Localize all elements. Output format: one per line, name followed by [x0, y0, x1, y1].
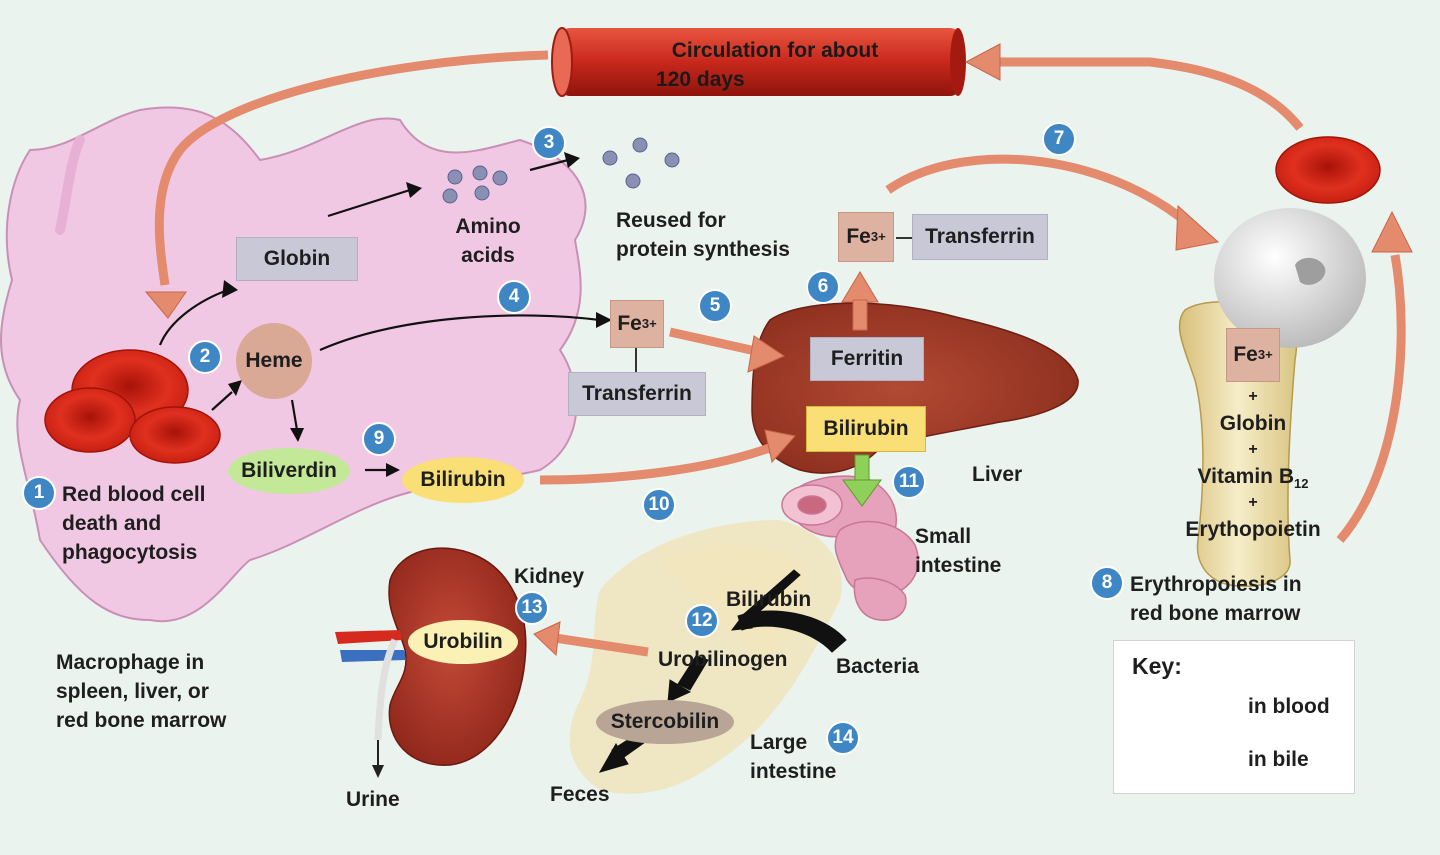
step-13-badge: 13 [515, 591, 549, 625]
red-blood-cell-icon [44, 136, 1381, 464]
erythropoiesis-label: Erythropoiesis in red bone marrow [1130, 570, 1302, 628]
intestine-bilirubin-label: Bilirubin [726, 588, 812, 611]
urine-label: Urine [346, 788, 400, 811]
step-11-badge: 11 [892, 465, 926, 499]
macrophage-caption: Macrophage in spleen, liver, or red bone… [56, 648, 226, 735]
small-intestine-icon [781, 475, 919, 621]
caption-line1: Macrophage in [56, 651, 205, 674]
step-3-badge: 3 [532, 126, 566, 160]
reused-label: Reused for protein synthesis [616, 206, 790, 264]
heme-circle: Heme [236, 323, 312, 399]
ferritin-box: Ferritin [810, 337, 924, 381]
liver-bilirubin-box: Bilirubin [806, 406, 926, 452]
kidney-icon [335, 547, 527, 778]
erythro-line1: Erythropoiesis in [1130, 573, 1302, 596]
reused-line1: Reused for [616, 209, 726, 232]
rbc-death-label: Red blood cell death and phagocytosis [62, 480, 206, 567]
fe-text: Fe [617, 312, 642, 335]
step-10-badge: 10 [642, 488, 676, 522]
step-5-badge: 5 [698, 289, 732, 323]
circulation-line2: 120 days [656, 68, 745, 91]
step-9-badge: 9 [362, 422, 396, 456]
step-2-badge: 2 [188, 340, 222, 374]
fe-text-marrow: Fe [1233, 343, 1258, 366]
amino-line1: Amino [455, 215, 521, 238]
transferrin-box-1: Transferrin [568, 372, 706, 416]
circulation-label: Circulation for about 120 days [640, 36, 910, 94]
blood-flow-arrows [154, 50, 1406, 711]
key-title: Key: [1132, 653, 1182, 679]
globin-box: Globin [236, 237, 358, 281]
key-bile-label: in bile [1248, 748, 1309, 771]
small-intestine-label: Small intestine [915, 522, 1001, 580]
si-line1: Small [915, 525, 972, 548]
vitamin-b-text: Vitamin B [1197, 464, 1294, 488]
plus-1: + [1248, 388, 1258, 405]
marrow-ingredients: + Globin + Vitamin B12 + Erythopoietin [1170, 384, 1336, 543]
reused-line2: protein synthesis [616, 238, 790, 261]
rbc-line3: phagocytosis [62, 541, 198, 564]
key-blood-label: in blood [1248, 695, 1330, 718]
stercobilin-oval: Stercobilin [596, 700, 734, 744]
li-line1: Large [750, 731, 808, 754]
urobilinogen-label: Urobilinogen [658, 648, 788, 671]
rbc-line2: death and [62, 512, 162, 535]
step-12-badge: 12 [685, 604, 719, 638]
feces-label: Feces [550, 783, 610, 806]
amino-acid-dots-icon [442, 137, 680, 204]
step-4-badge: 4 [497, 280, 531, 314]
erythro-line2: red bone marrow [1130, 602, 1301, 625]
step-1-badge: 1 [22, 476, 56, 510]
caption-line3: red bone marrow [56, 709, 227, 732]
large-intestine-label: Large intestine [750, 728, 836, 786]
plus-2: + [1248, 441, 1258, 458]
bilirubin-oval: Bilirubin [402, 457, 524, 503]
urobilin-oval: Urobilin [408, 620, 518, 664]
legend-key [1113, 640, 1355, 794]
blood-vessel-icon [551, 27, 966, 97]
li-line2: intestine [750, 760, 837, 783]
step-8-badge: 8 [1090, 566, 1124, 600]
liver-label: Liver [972, 463, 1023, 486]
bacteria-label: Bacteria [836, 655, 919, 678]
transferrin-box-2: Transferrin [912, 214, 1048, 260]
amino-acids-label: Amino acids [448, 212, 528, 270]
caption-line2: spleen, liver, or [56, 680, 209, 703]
rbc-line1: Red blood cell [62, 483, 206, 506]
step-6-badge: 6 [806, 270, 840, 304]
step-7-badge: 7 [1042, 122, 1076, 156]
fe-text-liver: Fe [846, 225, 871, 248]
si-line2: intestine [915, 554, 1002, 577]
marrow-globin: Globin [1219, 411, 1287, 435]
step-14-badge: 14 [826, 721, 860, 755]
erythropoietin-text: Erythopoietin [1185, 517, 1321, 541]
amino-line2: acids [461, 244, 515, 267]
kidney-label: Kidney [514, 565, 585, 588]
vitamin-b-sub: 12 [1294, 475, 1309, 491]
biliverdin-oval: Biliverdin [228, 448, 350, 494]
circulation-line1: Circulation for about [671, 39, 879, 62]
plus-3: + [1248, 494, 1258, 511]
